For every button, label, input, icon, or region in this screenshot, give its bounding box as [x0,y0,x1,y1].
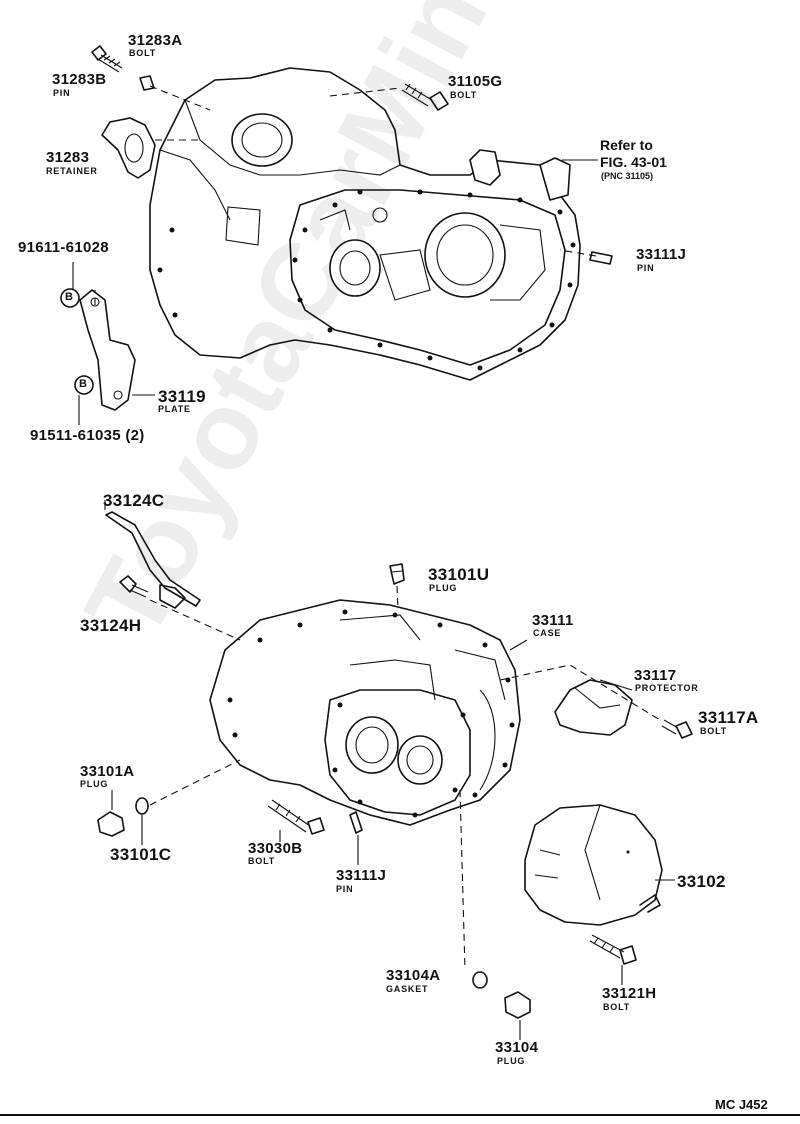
part-desc-33101A: PLUG [80,779,109,789]
part-desc-31283A: BOLT [129,48,157,58]
part-number-33111J-bot: 33111J [336,867,387,884]
part-number-33111J-top: 33111J [636,246,687,263]
part-number-31283: 31283 [46,149,90,166]
part-number-33102: 33102 [677,872,726,891]
part-desc-33111J-bot: PIN [336,884,354,894]
part-number-31283B: 31283B [52,71,107,88]
reference-line1: Refer to [600,137,653,153]
part-number-31105G: 31105G [448,73,503,90]
part-desc-33111: CASE [533,628,562,638]
part-desc-31283: RETAINER [46,166,98,176]
part-number-33119: 33119 [158,387,206,406]
part-desc-33101U: PLUG [429,583,458,593]
part-number-33104: 33104 [495,1039,539,1056]
part-number-33101C: 33101C [110,845,172,864]
part-number-33030B: 33030B [248,840,303,857]
rear-cover-33102-drawing [524,804,663,926]
part-desc-33104A: GASKET [386,984,429,994]
part-number-33101U: 33101U [428,565,490,584]
reference-line2: FIG. 43-01 [600,154,667,170]
part-number-31283A: 31283A [128,32,183,49]
bolt-33124H-drawing [119,575,149,598]
part-number-33101A: 33101A [80,763,135,780]
part-number-33117: 33117 [634,667,677,684]
part-number-91511-61035: 91511-61035 (2) [30,427,145,444]
pin-33111J-bot-drawing [349,811,363,834]
part-desc-33117A: BOLT [700,726,728,736]
badge-b-icons [60,288,94,395]
part-number-33117A: 33117A [698,708,759,727]
part-desc-31283B: PIN [53,88,71,98]
plate-33119-drawing [79,289,136,411]
transaxle-housing-drawing [149,67,581,381]
bolt-31283A-drawing [91,45,123,73]
part-desc-33117: PROTECTOR [635,683,699,693]
protector-33117-drawing [554,679,633,736]
part-number-33124C: 33124C [103,491,165,510]
bolt-33117A-drawing [661,719,693,739]
bolt-33121H-drawing [589,934,637,965]
part-desc-33030B: BOLT [248,856,276,866]
plug-33101U-drawing [389,563,405,585]
badge-b-2: B [79,378,87,390]
pin-31283B-drawing [139,75,155,91]
gasket-33101C-drawing [135,797,149,815]
part-number-33121H: 33121H [602,985,657,1002]
part-desc-31105G: BOLT [450,90,478,100]
transaxle-case-drawing [209,599,521,826]
part-number-33111: 33111 [532,612,574,629]
plug-33104-drawing [504,991,531,1019]
bolt-33030B-drawing [267,799,325,835]
retainer-31283-drawing [101,117,156,179]
part-desc-33121H: BOLT [603,1002,631,1012]
part-number-91611-61028: 91611-61028 [18,239,109,256]
lever-33124C-drawing [105,511,201,609]
part-desc-33111J-top: PIN [637,263,655,273]
badge-b-1: B [65,291,73,303]
part-desc-33119: PLATE [158,404,191,414]
reference-line3: (PNC 31105) [601,171,654,181]
gasket-33104A-drawing [472,971,488,989]
plug-33101A-drawing [97,811,125,837]
pin-33111J-top-drawing [589,251,613,265]
diagram-code: MC J452 [715,1097,768,1112]
part-desc-33104: PLUG [497,1056,526,1066]
bolt-31105G-drawing [401,83,449,111]
part-number-33104A: 33104A [386,967,441,984]
bottom-rule [0,1114,800,1116]
part-number-33124H: 33124H [80,616,142,635]
